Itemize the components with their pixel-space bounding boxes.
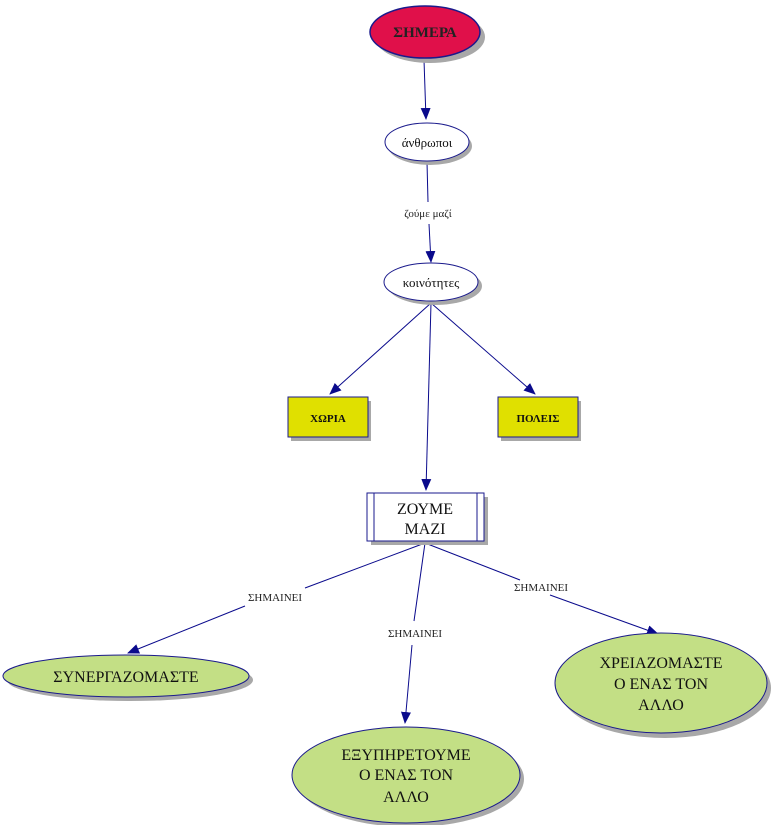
node-people-label: άνθρωποι (402, 135, 453, 150)
line-live-together-means-middle (413, 542, 426, 622)
connectors (127, 59, 659, 724)
node-live-together-label-line1: ΖΟΥΜΕ (397, 501, 453, 518)
arrow-communities-villages (329, 302, 432, 395)
node-serve-shape (291, 726, 521, 824)
node-serve-label-line1: ΕΞΥΠΗΡΕΤΟΥΜΕ (341, 747, 470, 764)
node-serve-label-line3: ΑΛΛΟ (383, 789, 429, 806)
node-cooperate-label: ΣΥΝΕΡΓΑΖΟΜΑΣΤΕ (53, 669, 198, 686)
node-live-together-shape (366, 492, 485, 542)
node-communities[interactable]: κοινότητες (383, 262, 482, 305)
arrow-communities-live-together (421, 302, 432, 491)
arrow-label-communities (425, 223, 436, 263)
node-people-shape (384, 122, 470, 162)
node-villages-label: ΧΩΡΙΑ (310, 413, 346, 425)
line-people-label (426, 161, 429, 203)
node-need-label-line3: ΑΛΛΟ (638, 697, 684, 714)
node-cooperate-shape (2, 654, 250, 698)
node-need[interactable]: ΧΡΕΙΑΖΟΜΑΣΤΕ Ο ΕΝΑΣ ΤΟΝ ΑΛΛΟ (554, 632, 771, 738)
node-today-label: ΣΗΜΕΡΑ (393, 25, 457, 41)
node-people[interactable]: άνθρωποι (384, 122, 472, 165)
line-live-together-means-right (424, 542, 521, 581)
edge-labels: ζούμε μαζί ΣΗΜΑΙΝΕΙ ΣΗΜΑΙΝΕΙ ΣΗΜΑΙΝΕΙ (248, 208, 568, 640)
arrow-today-people (420, 59, 431, 120)
edge-label-means-middle: ΣΗΜΑΙΝΕΙ (388, 628, 442, 640)
node-cities-label: ΠΟΛΕΙΣ (516, 413, 559, 425)
arrow-means-right-need (549, 594, 659, 635)
arrow-means-left-cooperate (127, 605, 246, 654)
edge-label-live-together: ζούμε μαζί (404, 208, 452, 220)
node-need-shape (554, 632, 768, 734)
node-live-together[interactable]: ΖΟΥΜΕ ΜΑΖΙ (366, 492, 488, 545)
node-cities[interactable]: ΠΟΛΕΙΣ (497, 396, 581, 441)
node-live-together-label-line2: ΜΑΖΙ (405, 521, 446, 538)
arrow-means-middle-serve (401, 644, 413, 724)
node-villages-shape (287, 396, 369, 438)
node-need-label-line1: ΧΡΕΙΑΖΟΜΑΣΤΕ (599, 655, 722, 672)
node-serve-label-line2: Ο ΕΝΑΣ ΤΟΝ (359, 767, 454, 784)
node-serve[interactable]: ΕΞΥΠΗΡΕΤΟΥΜΕ Ο ΕΝΑΣ ΤΟΝ ΑΛΛΟ (291, 726, 524, 825)
node-communities-label: κοινότητες (403, 275, 460, 290)
node-communities-shape (383, 262, 479, 302)
node-cities-shape (497, 396, 579, 438)
edge-label-means-right: ΣΗΜΑΙΝΕΙ (514, 582, 568, 594)
node-villages[interactable]: ΧΩΡΙΑ (287, 396, 371, 441)
node-today-shape (369, 5, 481, 59)
node-need-label-line2: Ο ΕΝΑΣ ΤΟΝ (614, 676, 709, 693)
edge-label-means-left: ΣΗΜΑΙΝΕΙ (248, 592, 302, 604)
arrow-communities-cities (430, 302, 536, 395)
node-today[interactable]: ΣΗΜΕΡΑ (369, 5, 485, 63)
line-live-together-means-left (304, 542, 426, 589)
node-cooperate[interactable]: ΣΥΝΕΡΓΑΖΟΜΑΣΤΕ (2, 654, 253, 701)
